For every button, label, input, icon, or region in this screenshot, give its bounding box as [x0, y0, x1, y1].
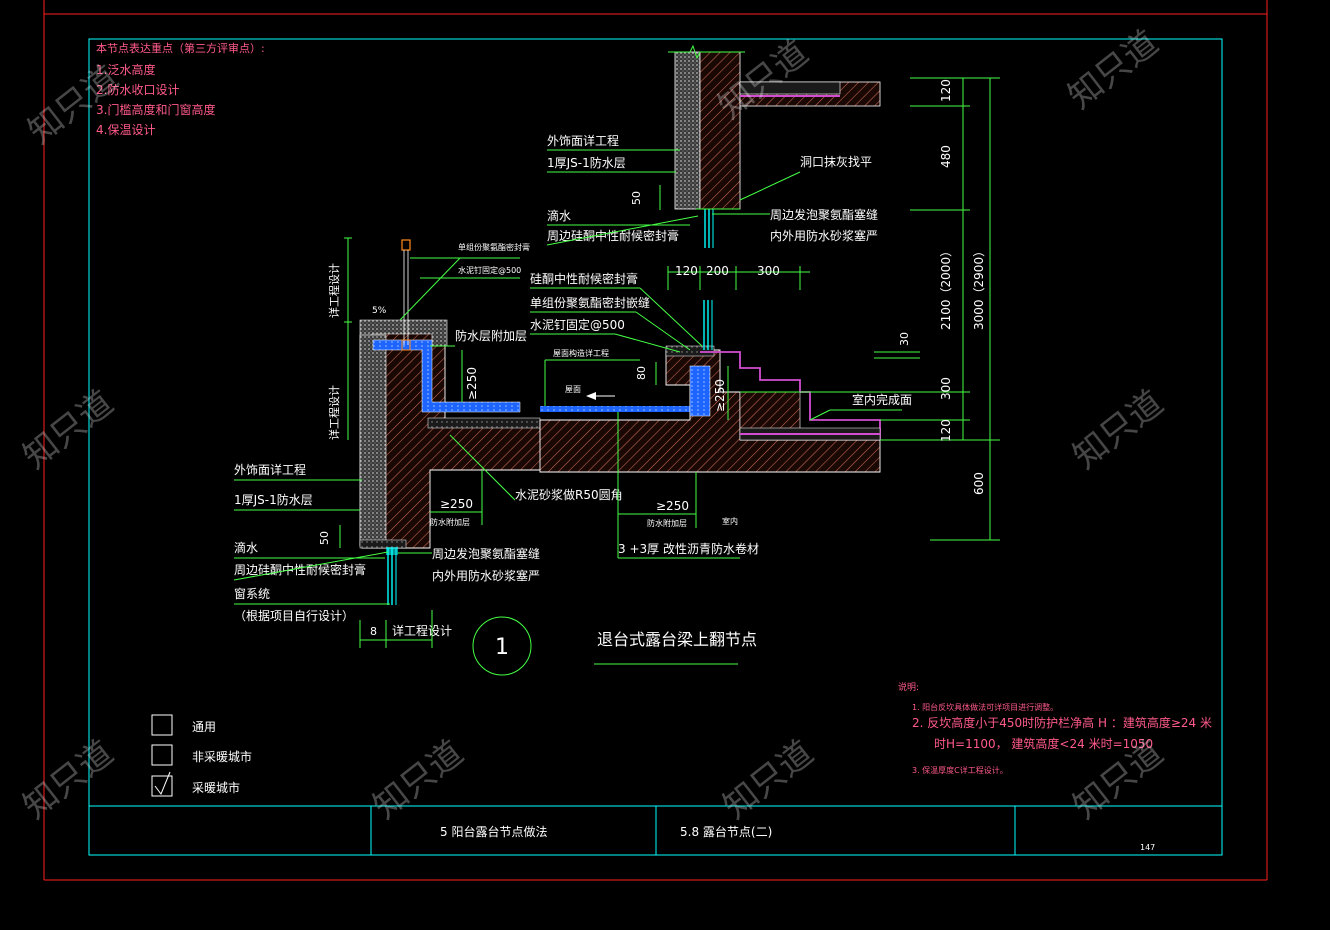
dim-right-300: 300: [939, 377, 953, 400]
label-nail: 水泥钉固定@500: [458, 265, 521, 275]
label-plaster: 洞口抹灰找平: [800, 155, 872, 169]
watermark: 知只道: [366, 733, 471, 827]
review-notes: 本节点表达重点（第三方评审点）: 1.泛水高度 2.防水收口设计 3.门槛高度和…: [96, 41, 265, 137]
watermark: 知只道: [16, 383, 121, 477]
parapet-section: [359, 239, 701, 605]
label-detail-design-2: 详工程设计: [327, 385, 341, 440]
label-detail-design: 详工程设计: [327, 263, 341, 318]
label-pu-sealant: 单组份聚氨酯密封膏: [458, 242, 530, 252]
review-notes-title: 本节点表达重点（第三方评审点）:: [96, 41, 265, 55]
review-note-item: 3.门槛高度和门窗高度: [96, 102, 215, 117]
label-extra-short: 防水附加层: [430, 517, 470, 527]
label-js1-lower: 1厚JS-1防水层: [234, 492, 313, 507]
label-drain: 屋面: [565, 385, 581, 394]
label-indoor: 室内: [722, 516, 738, 526]
dim-50: 50: [630, 191, 643, 205]
note-2b: 时H=1100， 建筑高度<24 米时=1050: [934, 736, 1153, 751]
watermark: 知只道: [1061, 23, 1166, 117]
label-sealant: 周边硅酮中性耐候密封膏: [547, 228, 679, 243]
label-mortar-lower: 内外用防水砂浆塞严: [432, 568, 540, 583]
label-drip: 滴水: [547, 208, 571, 223]
page-number: 147: [1140, 843, 1155, 852]
review-note-item: 4.保温设计: [96, 123, 155, 137]
label-window-note: （根据项目自行设计）: [234, 609, 354, 623]
dim-30: 30: [898, 332, 911, 346]
label-detail-bottom: 详工程设计: [392, 623, 452, 638]
dim-8: 8: [370, 625, 377, 638]
label-drip-lower: 滴水: [234, 540, 258, 555]
notes-title: 说明:: [898, 681, 919, 693]
node-title: 1 退台式露台梁上翻节点: [472, 616, 757, 676]
legend-label-heating: 采暖城市: [192, 780, 240, 795]
label-pu-crack: 单组份聚氨酯密封嵌缝: [530, 295, 650, 310]
review-note-item: 1.泛水高度: [96, 62, 155, 77]
note-1: 1. 阳台反坎具体做法可详项目进行调整。: [912, 702, 1058, 712]
legend-label-general: 通用: [192, 720, 216, 734]
dim-200: 200: [706, 264, 729, 278]
notes: 说明: 1. 阳台反坎具体做法可详项目进行调整。 2. 反坎高度小于450时防护…: [898, 681, 1212, 775]
section-title: 5.8 露台节点(二): [680, 824, 772, 839]
upper-wall-section: [668, 44, 881, 248]
legend-label-non-heating: 非采暖城市: [192, 749, 252, 764]
dim-right-600: 600: [972, 472, 986, 495]
review-note-item: 2.防水收口设计: [96, 82, 179, 97]
checkmark-icon: [154, 771, 171, 796]
watermark: 知只道: [716, 733, 821, 827]
watermark: 知只道: [16, 733, 121, 827]
label-r50: 水泥砂浆做R50圆角: [515, 487, 623, 502]
note-2a: 2. 反坎高度小于450时防护栏净高 H ：建筑高度≥24 米: [912, 715, 1212, 730]
label-slope: 5%: [372, 306, 387, 316]
outer-frame: [43, 0, 1268, 881]
label-window: 窗系统: [234, 587, 270, 601]
label-mortar: 内外用防水砂浆塞严: [770, 228, 878, 243]
label-facade: 外饰面详工程: [547, 133, 619, 148]
dim-300: 300: [757, 264, 780, 278]
dim-right-3000: 3000（2900）: [972, 245, 986, 330]
label-foam: 周边发泡聚氨酯塞缝: [770, 207, 878, 222]
node-title-text: 退台式露台梁上翻节点: [597, 630, 757, 649]
title-block: 5 阳台露台节点做法 5.8 露台节点(二) 147: [89, 805, 1222, 855]
dim-right-120a: 120: [939, 79, 953, 102]
dim-120: 120: [675, 264, 698, 278]
dim-80: 80: [635, 366, 648, 380]
upper-labels: 外饰面详工程 1厚JS-1防水层 滴水 周边硅酮中性耐候密封膏 50 洞口抹灰找…: [546, 133, 878, 246]
label-sealant-lower: 周边硅酮中性耐候密封膏: [234, 562, 366, 577]
label-membrane: 3 +3厚 改性沥青防水卷材: [618, 541, 759, 556]
parapet-labels: 单组份聚氨酯密封膏 水泥钉固定@500 详工程设计 详工程设计 5% 防水层附加…: [233, 237, 623, 648]
label-extra-layer: 防水层附加层: [455, 328, 527, 343]
dim-50-lower: 50: [318, 531, 331, 545]
label-js1: 1厚JS-1防水层: [547, 155, 626, 170]
label-roof-construction: 屋面构造详工程: [553, 348, 609, 358]
checkbox-general[interactable]: [151, 714, 173, 736]
label-extra-short-right: 防水附加层: [647, 518, 687, 528]
node-number: 1: [495, 635, 509, 660]
right-dimensions: 120 480 2100（2000） 3000（2900） 300 120 60…: [740, 77, 1000, 541]
threshold-section: [539, 300, 881, 473]
watermark: 知只道: [1066, 383, 1171, 477]
dim-right-2100: 2100（2000）: [939, 245, 953, 330]
label-ge250-h: ≥250: [440, 497, 473, 511]
label-floor-finish: 室内完成面: [852, 392, 912, 407]
label-facade-lower: 外饰面详工程: [234, 462, 306, 477]
label-ge250-right: ≥250: [656, 499, 689, 513]
checkbox-heating[interactable]: [151, 775, 173, 797]
label-silicone: 硅酮中性耐候密封膏: [530, 271, 638, 286]
label-foam-lower: 周边发泡聚氨酯塞缝: [432, 546, 540, 561]
dim-right-120b: 120: [939, 419, 953, 442]
dim-right-480: 480: [939, 145, 953, 168]
label-ge250-v-right: ≥250: [713, 379, 727, 412]
checkbox-non-heating[interactable]: [151, 744, 173, 766]
threshold-labels: 120 200 300 硅酮中性耐候密封膏 单组份聚氨酯密封嵌缝 水泥钉固定@5…: [530, 264, 920, 559]
label-ge250-v: ≥250: [465, 367, 479, 400]
label-nail-right: 水泥钉固定@500: [530, 317, 625, 332]
chapter-title: 5 阳台露台节点做法: [440, 824, 547, 839]
note-3: 3. 保温厚度C详工程设计。: [912, 765, 1008, 775]
legend: 通用 非采暖城市 采暖城市: [151, 714, 252, 797]
node-number-circle: [472, 616, 532, 676]
